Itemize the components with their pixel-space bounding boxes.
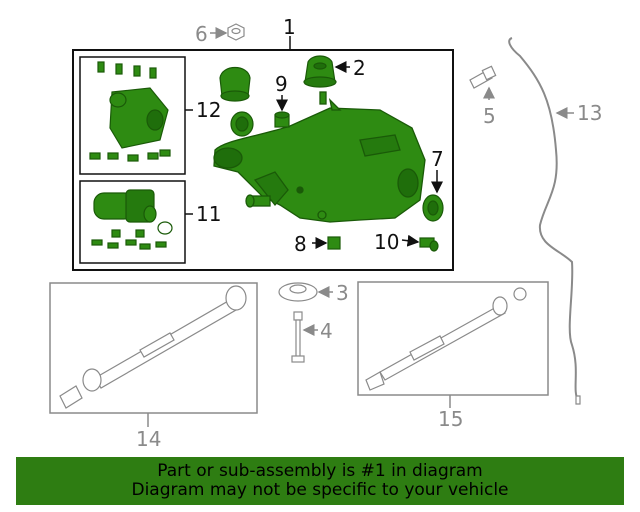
- bushing-part[interactable]: [219, 66, 254, 137]
- banner-line-2: Diagram may not be specific to your vehi…: [131, 480, 509, 500]
- subassembly-11-frame: [79, 180, 186, 264]
- parts-diagram: 1 2 3 4 5 6 7 8 9 10 11 12 13 14 15: [49, 15, 602, 451]
- part-15-shaft[interactable]: [365, 287, 527, 391]
- subassembly-12-frame: [79, 56, 186, 175]
- part-10-sensor[interactable]: [419, 237, 439, 252]
- part-12-cover[interactable]: [89, 61, 171, 162]
- part-6-nut[interactable]: [227, 23, 245, 41]
- part-7-seal[interactable]: [422, 194, 444, 222]
- part-4-bolt[interactable]: [291, 311, 305, 363]
- box-14-frame: [49, 282, 258, 414]
- callout-2-label: 2: [353, 56, 366, 80]
- part-14-driveshaft[interactable]: [59, 285, 247, 409]
- callout-1-label: 1: [283, 15, 296, 39]
- part-2-mount[interactable]: [303, 55, 337, 88]
- callout-10-arrow: [401, 234, 420, 247]
- callout-11-label: 11: [196, 202, 221, 226]
- callout-8-label: 8: [294, 232, 307, 256]
- callout-6-label: 6: [195, 22, 208, 46]
- box-15-frame: [357, 281, 549, 396]
- part-8-bushing[interactable]: [327, 236, 341, 250]
- callout-4-label: 4: [320, 319, 333, 343]
- callout-13-label: 13: [577, 101, 602, 125]
- callout-5-label: 5: [483, 104, 496, 128]
- callout-10-label: 10: [374, 230, 399, 254]
- banner-line-1: Part or sub-assembly is #1 in diagram: [157, 461, 483, 481]
- part-5-bolt[interactable]: [469, 65, 497, 89]
- fitment-notice-banner: Part or sub-assembly is #1 in diagram Di…: [16, 457, 624, 505]
- part-9-bushing[interactable]: [274, 111, 290, 128]
- callout-3-label: 3: [336, 281, 349, 305]
- callout-15-label: 15: [438, 407, 463, 431]
- callout-12-label: 12: [196, 98, 221, 122]
- part-1-differential[interactable]: [213, 91, 426, 223]
- callout-9-label: 9: [275, 72, 288, 96]
- assembly-1-frame: [72, 49, 454, 271]
- part-13-harness[interactable]: [508, 37, 579, 401]
- callout-14-label: 14: [136, 427, 161, 451]
- part-11-actuator[interactable]: [91, 189, 173, 250]
- callout-7-label: 7: [431, 147, 444, 171]
- part-3-mount[interactable]: [278, 282, 318, 302]
